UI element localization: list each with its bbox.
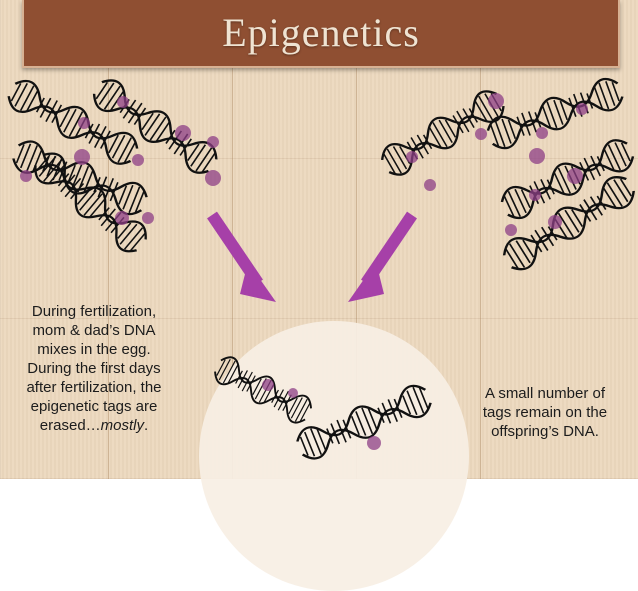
tag-dot <box>548 215 562 229</box>
dna-strand <box>292 380 436 465</box>
left-arrow <box>207 211 276 302</box>
tag-dot <box>536 127 548 139</box>
tag-dot <box>576 103 588 115</box>
wood-plank-seam <box>108 0 109 479</box>
left-dna-group <box>3 73 223 259</box>
caption-erased-text: erased… <box>39 417 101 434</box>
tag-dot <box>132 154 144 166</box>
tag-dot <box>406 151 418 163</box>
dna-strand <box>87 73 223 180</box>
right-caption: A small number of tags remain on the off… <box>472 384 618 441</box>
left-caption: During fertilization, mom & dad’s DNA mi… <box>4 302 184 435</box>
page-title: Epigenetics <box>222 10 420 55</box>
tag-dot <box>367 436 381 450</box>
tag-dot <box>488 93 504 109</box>
title-banner: Epigenetics <box>22 0 620 68</box>
illustration <box>3 73 638 465</box>
tag-dot <box>262 379 274 391</box>
tag-dot <box>142 212 154 224</box>
caption-line: after fertilization, the <box>26 379 162 396</box>
tag-dot <box>475 128 487 140</box>
dna-strand <box>483 73 627 154</box>
caption-last-line: erased…mostly. <box>4 416 184 435</box>
tag-dot <box>117 96 129 108</box>
right-dna-group <box>376 73 638 277</box>
caption-line: offspring’s DNA. <box>491 423 599 440</box>
tag-dot <box>424 179 436 191</box>
tag-dot <box>207 136 219 148</box>
offspring-dna-group <box>210 352 436 465</box>
tag-dot <box>20 170 32 182</box>
caption-period: . <box>144 417 149 434</box>
caption-line: epigenetic tags are <box>30 398 158 415</box>
caption-line: tags remain on the <box>482 404 608 421</box>
tag-dot <box>175 125 191 141</box>
tag-dot <box>567 168 583 184</box>
caption-line: A small number of <box>484 385 606 402</box>
caption-line: During the first days <box>27 360 161 377</box>
caption-line: mixes in the egg. <box>37 341 151 358</box>
caption-line: During fertilization, <box>31 303 157 320</box>
tag-dot <box>205 170 221 186</box>
dna-strand <box>210 352 316 428</box>
wood-plank-seam <box>480 0 481 479</box>
epigenetic-tags <box>20 93 588 450</box>
tag-dot <box>529 189 541 201</box>
tag-dot <box>78 117 90 129</box>
tag-dot <box>529 148 545 164</box>
wood-plank-seam <box>356 0 357 479</box>
caption-mostly-emphasis: mostly <box>100 417 145 434</box>
tag-dot <box>74 149 90 165</box>
tag-dot <box>288 388 298 398</box>
tag-dot <box>505 224 517 236</box>
dna-strand <box>496 134 638 225</box>
dna-strand <box>3 74 143 171</box>
right-arrow <box>348 211 417 302</box>
caption-line: mom & dad’s DNA <box>32 322 156 339</box>
tag-dot <box>115 211 129 225</box>
